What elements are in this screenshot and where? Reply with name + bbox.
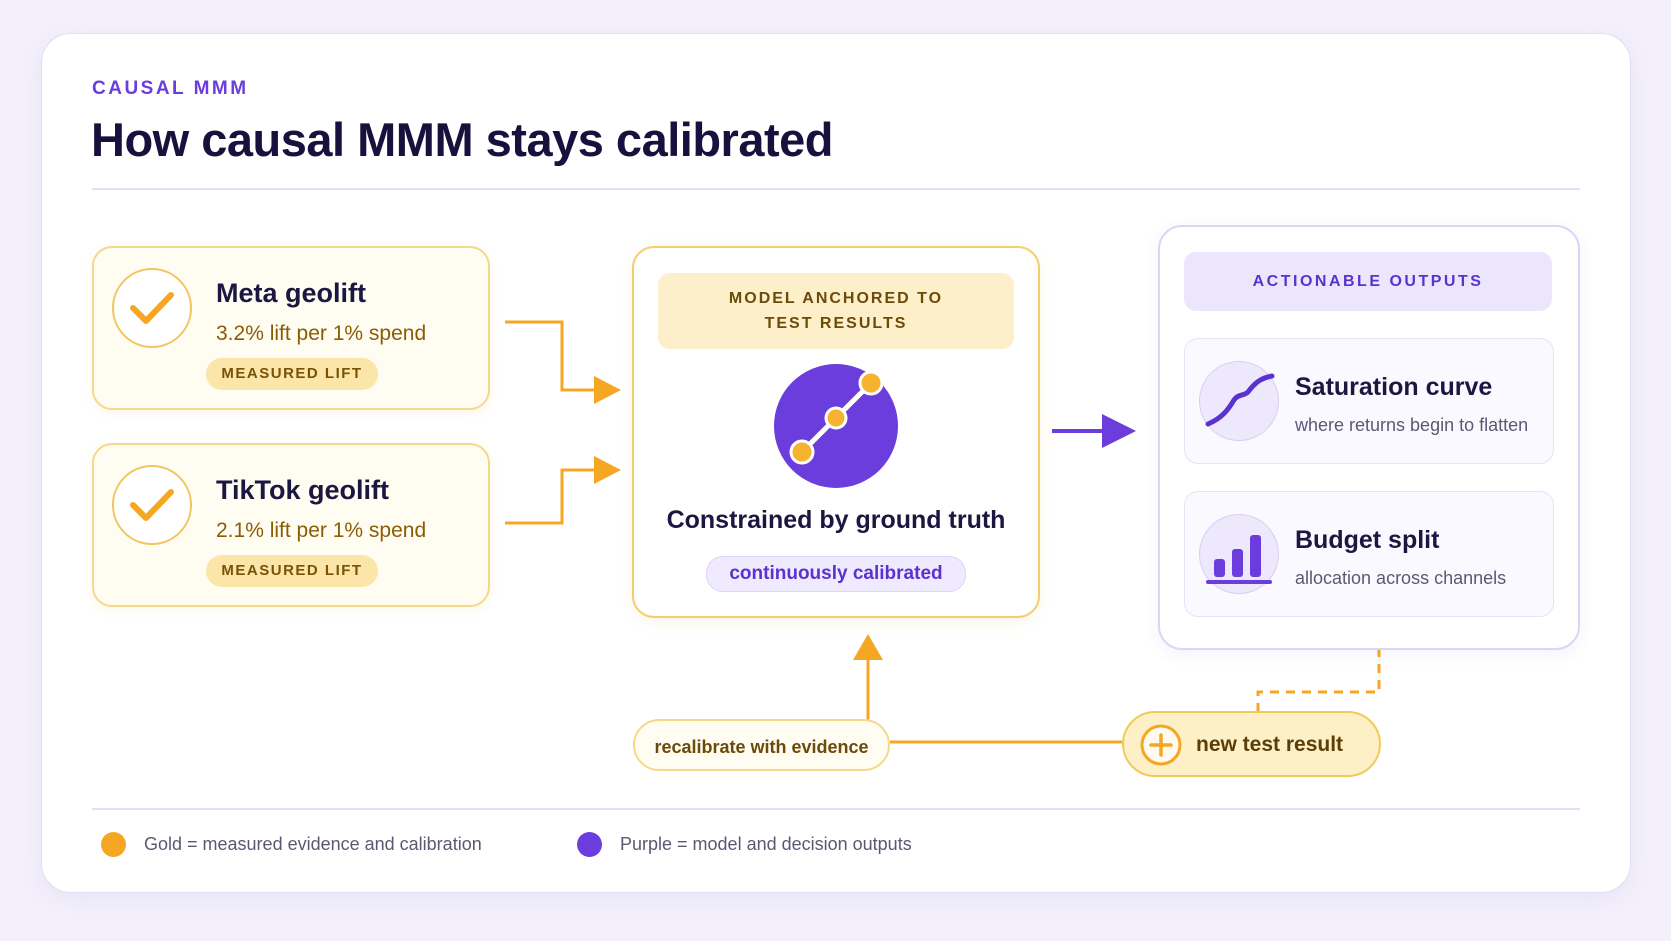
recalibrate-arrowhead-icon xyxy=(853,634,883,660)
measured-lift-badge: MEASURED LIFT xyxy=(206,555,378,587)
legend-label: Purple = model and decision outputs xyxy=(620,834,912,854)
model-card: MODEL ANCHORED TO TEST RESULTS Constrain… xyxy=(632,246,1040,618)
trend-line-icon xyxy=(774,364,898,488)
tiktok-arrowhead-icon xyxy=(594,456,621,484)
calibrated-pill: continuously calibrated xyxy=(706,556,966,592)
saturation-curve-icon xyxy=(1199,361,1279,441)
recalibrate-pill: recalibrate with evidence xyxy=(633,719,890,771)
saturation-curve-card: Saturation curve where returns begin to … xyxy=(1184,338,1554,464)
new-test-label: new test result xyxy=(1196,733,1344,756)
plus-icon xyxy=(1140,724,1182,766)
meta-geolift-card: Meta geolift 3.2% lift per 1% spend MEAS… xyxy=(92,246,490,410)
output-subtitle: allocation across channels xyxy=(1295,568,1507,588)
output-title: Budget split xyxy=(1295,526,1440,554)
model-title: Constrained by ground truth xyxy=(666,506,1006,534)
purple-dot-icon xyxy=(577,832,602,857)
outputs-header: ACTIONABLE OUTPUTS xyxy=(1184,252,1552,311)
legend-label: Gold = measured evidence and calibration xyxy=(144,834,482,854)
meta-arrowhead-icon xyxy=(594,376,621,404)
header-divider xyxy=(92,188,1580,190)
legend-item-purple: Purple = model and decision outputs xyxy=(577,832,912,857)
outputs-arrowhead-icon xyxy=(1102,414,1136,448)
budget-split-card: Budget split allocation across channels xyxy=(1184,491,1554,617)
gold-dot-icon xyxy=(101,832,126,857)
source-title: Meta geolift xyxy=(216,278,367,308)
output-subtitle: where returns begin to flatten xyxy=(1295,415,1529,435)
model-header-line: TEST RESULTS xyxy=(764,315,908,332)
source-lift-value: 3.2% lift per 1% spend xyxy=(216,322,427,345)
outputs-to-new-test-dashed-connector xyxy=(1256,648,1381,711)
bar-chart-icon xyxy=(1199,514,1279,594)
model-header-line: MODEL ANCHORED TO xyxy=(728,290,944,307)
source-lift-value: 2.1% lift per 1% spend xyxy=(216,519,427,542)
legend-item-gold: Gold = measured evidence and calibration xyxy=(101,832,482,857)
tiktok-geolift-card: TikTok geolift 2.1% lift per 1% spend ME… xyxy=(92,443,490,607)
tiktok-to-model-connector xyxy=(505,468,598,525)
new-test-result-pill: new test result xyxy=(1122,711,1381,777)
actionable-outputs-panel: ACTIONABLE OUTPUTS Saturation curve wher… xyxy=(1158,225,1580,650)
measured-lift-badge: MEASURED LIFT xyxy=(206,358,378,390)
meta-to-model-connector xyxy=(505,320,598,392)
check-icon xyxy=(112,268,192,348)
output-title: Saturation curve xyxy=(1295,373,1493,401)
model-anchored-header: MODEL ANCHORED TO TEST RESULTS xyxy=(658,273,1014,349)
source-title: TikTok geolift xyxy=(216,475,390,505)
check-icon xyxy=(112,465,192,545)
eyebrow-label: CAUSAL MMM xyxy=(92,78,249,99)
page-title: How causal MMM stays calibrated xyxy=(91,113,833,166)
legend-divider xyxy=(92,808,1580,810)
